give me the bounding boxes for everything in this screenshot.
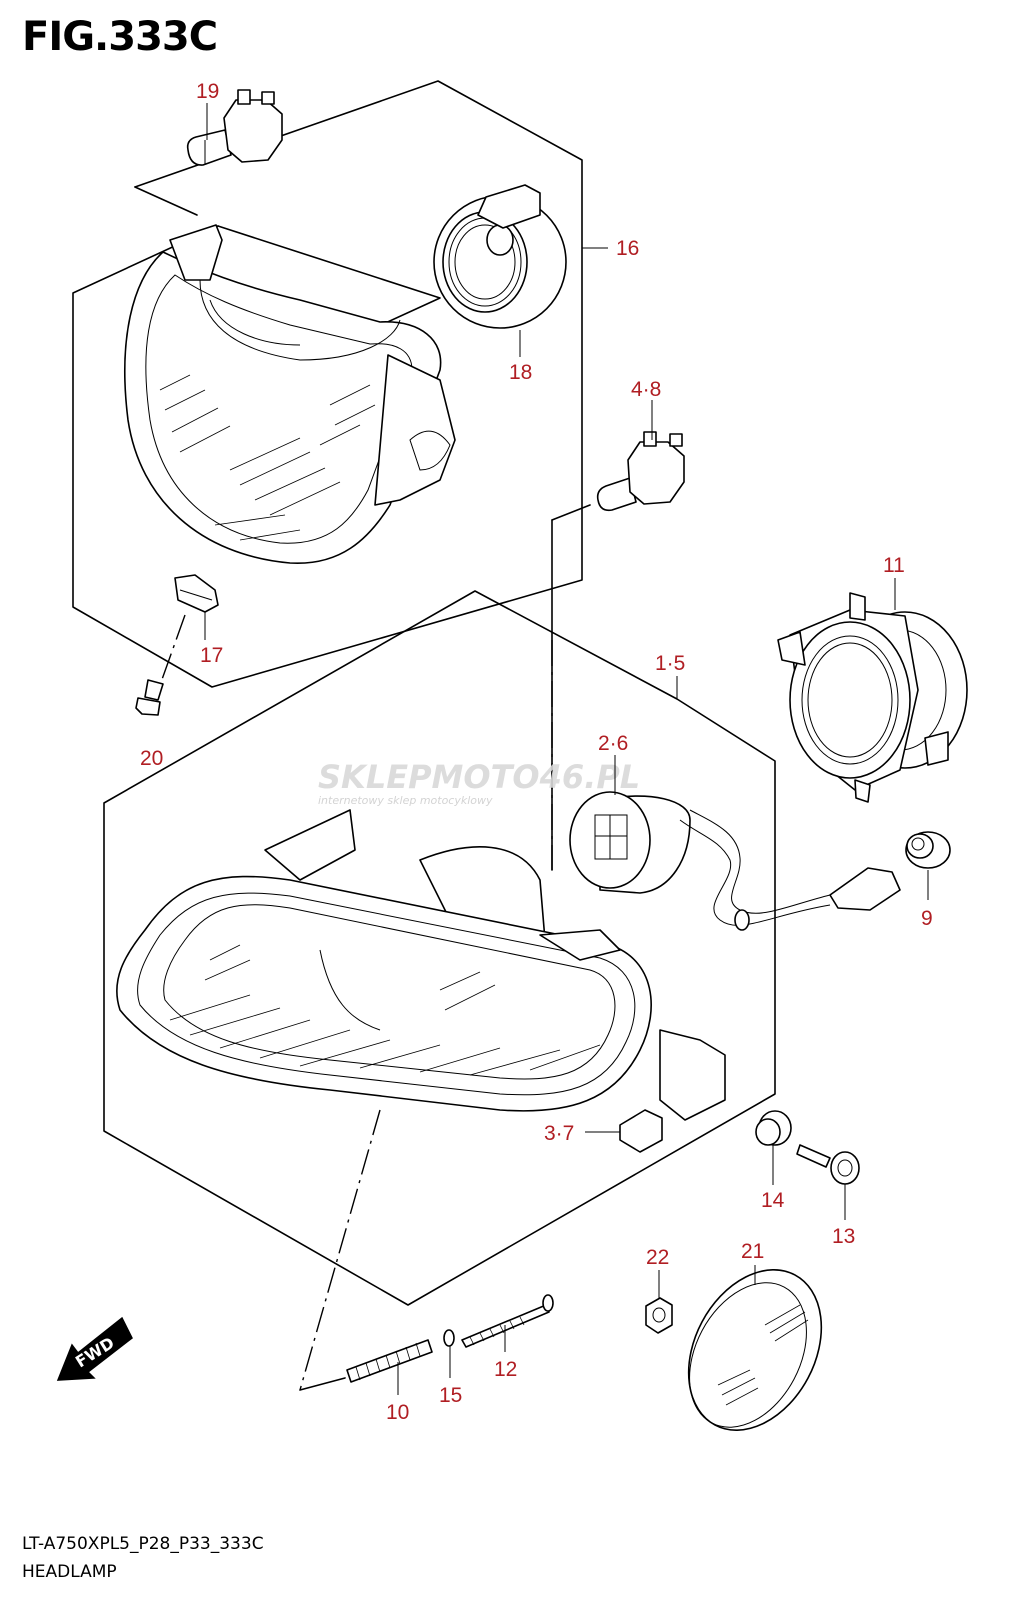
callout-19: 19 bbox=[196, 80, 219, 103]
callout-4-8: 4·8 bbox=[631, 378, 661, 401]
callout-3-7: 3·7 bbox=[544, 1122, 574, 1145]
upper-group-frame bbox=[72, 80, 608, 688]
callout-16: 16 bbox=[616, 237, 639, 260]
watermark-tagline: internetowy sklep motocyklowy bbox=[318, 794, 493, 807]
socket-cover-16 bbox=[433, 184, 567, 329]
forward-direction-arrow: FWD bbox=[56, 1316, 133, 1381]
shroud-11 bbox=[777, 592, 968, 803]
clip-3-7 bbox=[585, 1109, 663, 1153]
adjusting-screw-12 bbox=[461, 1294, 554, 1348]
callout-2-6: 2·6 bbox=[598, 732, 628, 755]
clip-17 bbox=[174, 574, 219, 613]
callout-15: 15 bbox=[439, 1384, 462, 1407]
callout-21: 21 bbox=[741, 1240, 764, 1263]
grommet-9 bbox=[905, 831, 951, 869]
drawing-code: LT-A750XPL5_P28_P33_333C bbox=[22, 1534, 264, 1554]
callout-1-5: 1·5 bbox=[655, 652, 685, 675]
leader-lines bbox=[204, 103, 929, 1395]
socket-2-6 bbox=[569, 791, 901, 931]
figure-title: FIG.333C bbox=[22, 14, 218, 60]
callout-18: 18 bbox=[509, 361, 532, 384]
callout-20: 20 bbox=[140, 747, 163, 770]
upper-headlamp-housing bbox=[124, 224, 456, 564]
washer-15 bbox=[443, 1329, 455, 1347]
reflector-21 bbox=[687, 1269, 823, 1431]
screw-20 bbox=[135, 679, 164, 716]
callout-10: 10 bbox=[386, 1401, 409, 1424]
watermark-brand: SKLEPMOTO46.PL bbox=[318, 758, 640, 796]
callout-14: 14 bbox=[761, 1189, 785, 1212]
nut-22 bbox=[645, 1297, 673, 1334]
callout-13: 13 bbox=[832, 1225, 855, 1248]
lower-headlamp-housing bbox=[116, 809, 726, 1121]
drawing-name: HEADLAMP bbox=[22, 1562, 117, 1582]
grommet-14 bbox=[755, 1110, 792, 1146]
callout-12: 12 bbox=[494, 1358, 517, 1381]
callout-22: 22 bbox=[646, 1246, 669, 1269]
bolt-13 bbox=[796, 1144, 860, 1185]
callout-9: 9 bbox=[921, 907, 933, 930]
spring-10 bbox=[346, 1339, 433, 1383]
callout-17: 17 bbox=[200, 644, 223, 667]
lower-group-frame bbox=[103, 504, 776, 1306]
bulb-19 bbox=[186, 89, 283, 166]
watermark: SKLEPMOTO46.PL internetowy sklep motocyk… bbox=[318, 758, 640, 807]
bulb-4-8 bbox=[596, 431, 685, 512]
callout-11: 11 bbox=[883, 554, 905, 577]
